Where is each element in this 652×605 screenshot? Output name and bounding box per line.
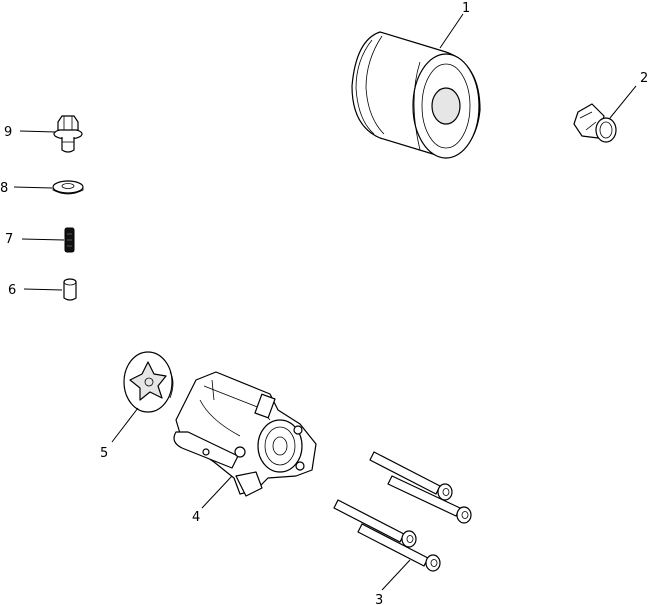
part-6-dowel-pin	[63, 278, 77, 301]
callout-1: 1	[462, 1, 470, 16]
callout-9: 9	[4, 125, 12, 140]
callout-8: 8	[0, 181, 8, 196]
leader-line-6	[23, 288, 63, 291]
callout-6: 6	[8, 283, 16, 298]
part-9-bolt	[53, 115, 83, 153]
callout-3: 3	[375, 593, 383, 605]
leader-line-9	[19, 130, 57, 133]
part-4-pump-body	[173, 371, 317, 497]
part-8-washer	[52, 180, 84, 195]
callout-7: 7	[5, 232, 13, 247]
leader-line-8	[13, 186, 53, 189]
part-5-rotor	[123, 351, 174, 413]
leader-line-5	[111, 407, 139, 443]
callout-5: 5	[100, 446, 108, 461]
leader-line-4	[201, 475, 233, 509]
leader-line-3	[381, 559, 411, 591]
leader-line-7	[21, 238, 65, 241]
callout-2: 2	[640, 71, 648, 86]
part-1-oil-filter	[351, 31, 481, 159]
part-3-bolts	[333, 451, 472, 572]
callout-4: 4	[192, 510, 200, 525]
part-2-fitting	[573, 103, 617, 143]
leader-line-2	[609, 85, 637, 119]
leader-line-1	[439, 13, 464, 49]
part-7-pin	[64, 227, 75, 253]
